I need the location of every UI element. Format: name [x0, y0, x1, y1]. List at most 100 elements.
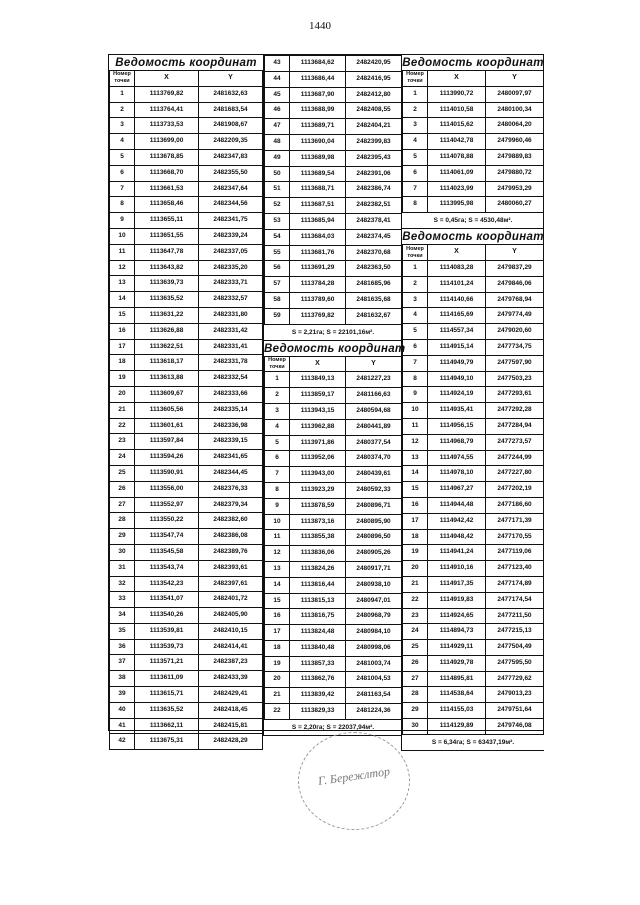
header-y: Y — [485, 70, 544, 87]
point-number-cell: 16 — [402, 496, 428, 514]
y-cell: 2482335,14 — [198, 401, 263, 419]
x-cell: 1113733,53 — [134, 117, 199, 135]
y-cell: 2479774,49 — [485, 307, 544, 325]
point-number-cell: 21 — [264, 687, 290, 705]
point-number-cell: 22 — [264, 703, 290, 720]
table1-area: S = 2,21га; S = 22101,16м². — [264, 325, 402, 341]
x-cell: 1113613,88 — [134, 370, 199, 387]
point-number-cell: 17 — [264, 624, 290, 641]
x-cell: 1114140,66 — [427, 291, 486, 309]
y-cell: 2482415,81 — [198, 717, 263, 735]
y-cell: 2482395,43 — [345, 149, 402, 167]
x-cell: 1113675,31 — [134, 733, 199, 751]
point-number-cell: 57 — [264, 276, 290, 293]
x-cell: 1113816,75 — [289, 608, 346, 626]
table2-title: Ведомость координат — [264, 342, 406, 355]
point-number-cell: 43 — [264, 55, 290, 72]
x-cell: 1113873,16 — [289, 513, 346, 531]
x-cell: 1113952,06 — [289, 450, 346, 468]
y-cell: 2480947,01 — [345, 592, 402, 610]
x-cell: 1114165,69 — [427, 307, 486, 325]
x-cell: 1113688,71 — [289, 181, 346, 199]
y-cell: 2482382,60 — [198, 512, 263, 530]
x-cell: 1113655,11 — [134, 212, 199, 229]
header-point-number: Номер точки — [109, 70, 135, 87]
x-cell: 1113590,91 — [134, 464, 199, 482]
x-cell: 1113615,71 — [134, 686, 199, 703]
point-number-cell: 2 — [402, 101, 428, 119]
y-cell: 2482389,76 — [198, 543, 263, 561]
y-cell: 2480377,54 — [345, 434, 402, 452]
point-number-cell: 45 — [264, 86, 290, 104]
x-cell: 1113545,58 — [134, 543, 199, 561]
y-cell: 2482399,83 — [345, 133, 402, 151]
point-number-cell: 1 — [402, 259, 428, 277]
stamp-text: Г. Бережлтор — [317, 764, 391, 788]
point-number-cell: 6 — [402, 164, 428, 182]
y-cell: 2477273,57 — [485, 433, 544, 451]
y-cell: 2477244,99 — [485, 449, 544, 467]
y-cell: 2477597,90 — [485, 354, 544, 372]
point-number-cell: 15 — [109, 306, 135, 324]
x-cell: 1113643,82 — [134, 259, 199, 277]
x-cell: 1114935,41 — [427, 402, 486, 419]
y-cell: 2482374,45 — [345, 228, 402, 246]
point-number-cell: 1 — [402, 85, 428, 103]
x-cell: 1114083,28 — [427, 259, 486, 277]
y-cell: 2482376,33 — [198, 480, 263, 498]
y-cell: 2480896,71 — [345, 497, 402, 515]
y-cell: 2482404,21 — [345, 118, 402, 135]
point-number-cell: 47 — [264, 118, 290, 135]
y-cell: 2477227,80 — [485, 465, 544, 483]
point-number-cell: 50 — [264, 165, 290, 183]
y-cell: 2480917,71 — [345, 560, 402, 578]
point-number-cell: 24 — [109, 449, 135, 466]
point-number-cell: 13 — [264, 560, 290, 578]
y-cell: 2481224,36 — [345, 703, 402, 720]
y-cell: 2482332,57 — [198, 291, 263, 308]
x-cell: 1113855,38 — [289, 529, 346, 547]
point-number-cell: 15 — [402, 481, 428, 498]
point-number-cell: 31 — [109, 559, 135, 577]
header-point-number: Номер точки — [402, 244, 428, 261]
y-cell: 2477595,50 — [485, 654, 544, 672]
x-cell: 1113943,00 — [289, 466, 346, 483]
y-cell: 2482331,41 — [198, 338, 263, 356]
x-cell: 1114949,79 — [427, 354, 486, 372]
x-cell: 1113626,88 — [134, 322, 199, 340]
point-number-cell: 23 — [402, 607, 428, 625]
x-cell: 1113689,71 — [289, 118, 346, 135]
page-number: 1440 — [309, 20, 331, 32]
y-cell: 2477284,94 — [485, 417, 544, 435]
y-cell: 2477504,49 — [485, 639, 544, 656]
